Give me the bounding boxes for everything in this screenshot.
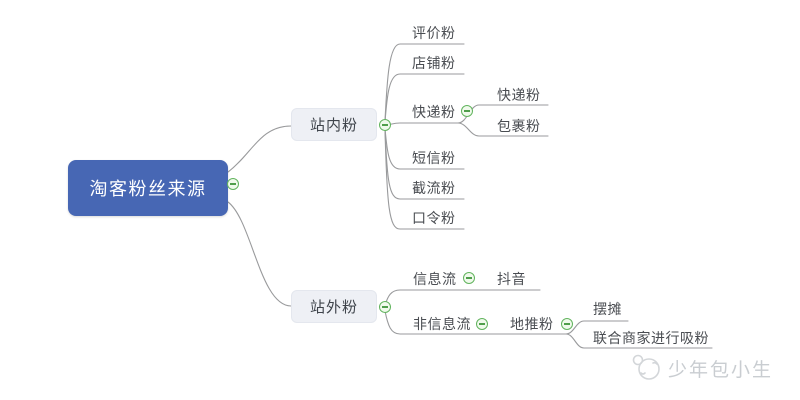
node-outside-fans-label: 站外粉 — [309, 299, 358, 316]
node-inside-fans-label: 站内粉 — [309, 117, 358, 134]
watermark: 少年包小生 — [628, 352, 773, 384]
node-joint-merchant-promo[interactable]: 联合商家进行吸粉 — [593, 330, 709, 346]
node-sms-fans[interactable]: 短信粉 — [412, 150, 456, 166]
minus-icon — [479, 323, 485, 325]
node-feed-stream[interactable]: 信息流 — [413, 271, 457, 287]
node-root-label: 淘客粉丝来源 — [89, 179, 207, 199]
node-non-feed-stream[interactable]: 非信息流 — [413, 316, 471, 332]
minus-icon — [464, 110, 470, 112]
collapse-badge-outside-fans[interactable] — [379, 301, 391, 313]
collapse-badge-inside-fans[interactable] — [379, 119, 391, 131]
collapse-badge-non-feed-stream[interactable] — [476, 318, 488, 330]
minus-icon — [466, 277, 472, 279]
node-douyin[interactable]: 抖音 — [497, 271, 526, 287]
minus-icon — [382, 124, 388, 126]
watermark-text: 少年包小生 — [668, 359, 774, 381]
node-inside-fans[interactable]: 站内粉 — [291, 108, 377, 141]
node-root[interactable]: 淘客粉丝来源 — [68, 160, 228, 216]
node-intercept-fans[interactable]: 截流粉 — [412, 180, 456, 196]
node-password-fans[interactable]: 口令粉 — [412, 210, 456, 226]
collapse-badge-root[interactable] — [227, 178, 239, 190]
collapse-badge-express-fans[interactable] — [461, 105, 473, 117]
minus-icon — [382, 306, 388, 308]
collapse-badge-feed-stream[interactable] — [463, 272, 475, 284]
node-street-stall[interactable]: 摆摊 — [593, 301, 622, 317]
node-express-sub-fans[interactable]: 快递粉 — [497, 87, 541, 103]
node-express-fans[interactable]: 快递粉 — [412, 104, 456, 120]
minus-icon — [564, 323, 570, 325]
node-parcel-fans[interactable]: 包裹粉 — [497, 118, 541, 134]
minus-icon — [230, 183, 236, 185]
node-shop-fans[interactable]: 店铺粉 — [412, 55, 456, 71]
node-ground-promo-fans[interactable]: 地推粉 — [510, 316, 554, 332]
node-outside-fans[interactable]: 站外粉 — [291, 290, 377, 323]
cartoon-animal-face-icon — [632, 354, 660, 380]
collapse-badge-ground-promo[interactable] — [561, 318, 573, 330]
node-review-fans[interactable]: 评价粉 — [412, 25, 456, 41]
